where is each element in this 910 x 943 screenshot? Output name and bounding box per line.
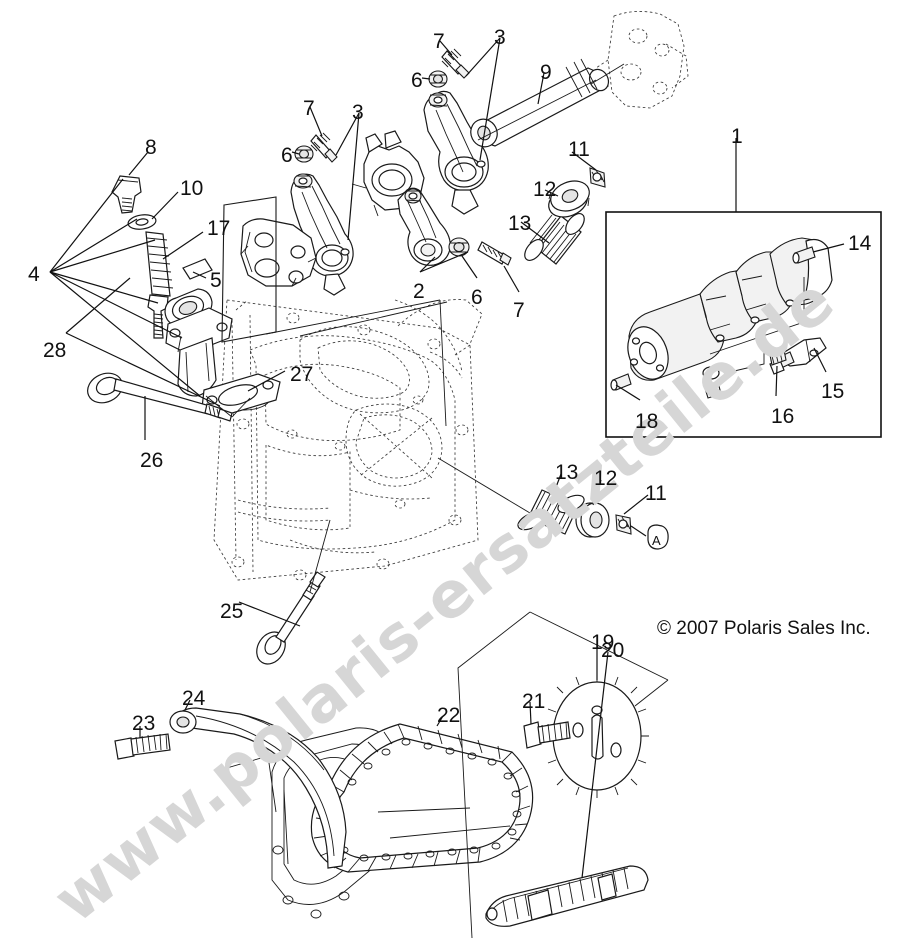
- callout-decompressor-lever: 15: [821, 380, 845, 403]
- intake-valve: [87, 372, 233, 422]
- rocker-pedestal-phantom: [595, 11, 689, 109]
- lock-nut-left: [294, 145, 314, 163]
- lock-nut-upper: [428, 70, 448, 88]
- callout-cam-chain: 22: [437, 704, 461, 727]
- tensioner-body: [164, 258, 233, 397]
- callout-rocker-arm-assembly: 2: [413, 280, 425, 303]
- callout-dowel-pin-left: 18: [635, 410, 659, 433]
- rocker-pedestal-left: [240, 218, 317, 287]
- callout-chain-tensioner-arm: 24: [182, 687, 206, 710]
- valve-spring-upper: [524, 213, 585, 265]
- exhaust-valve: [256, 571, 326, 665]
- callout-tensioner-body: 5: [210, 269, 222, 292]
- callout-lock-nut-left: 6: [281, 144, 293, 167]
- valve-spring-seat-upper: [548, 180, 590, 218]
- camshaft-inset-border: [605, 211, 882, 438]
- callout-lock-nut-upper: 6: [411, 69, 423, 92]
- assembly-brackets: [205, 63, 669, 939]
- adjuster-screw-lower: [477, 241, 512, 266]
- cam-chain: [310, 723, 534, 873]
- callout-chain-guide: 20: [601, 639, 625, 662]
- callout-tensioner-arm-bolt: 23: [132, 712, 156, 735]
- callout-valve-spring-seat-upper: 12: [533, 178, 557, 201]
- chain-tensioner-arm: [169, 707, 347, 869]
- callout-adjuster-screw-left: 7: [303, 97, 315, 120]
- valve-spring-retainer-lower: [615, 514, 632, 535]
- camshaft-assembly: [610, 237, 833, 399]
- callout-valve-spring-seat-lower: 12: [594, 467, 618, 490]
- callout-tensioner-gasket-seal: 28: [43, 339, 67, 362]
- callout-cam-sprocket: 19: [591, 631, 615, 654]
- callout-adjuster-screw-upper: 7: [433, 30, 445, 53]
- callout-valve-spring-upper: 13: [508, 212, 532, 235]
- tensioner-plunger-bolt: [147, 294, 169, 339]
- callout-rocker-shaft: 9: [540, 61, 552, 84]
- callout-tensioner-spring: 17: [207, 217, 231, 240]
- callout-camshaft-assembly-inset: 1: [731, 125, 743, 148]
- callout-tensioner-gasket: 27: [290, 363, 314, 386]
- callout-sealing-washer: 10: [180, 177, 204, 200]
- callout-tensioner-kit-group: 4: [28, 263, 40, 286]
- rocker-arm-left: [290, 173, 354, 296]
- callout-decompressor-spring: 16: [771, 405, 795, 428]
- callout-exhaust-valve: 25: [220, 600, 244, 623]
- callout-valve-spring-retainer-lower: 11: [645, 482, 667, 505]
- callout-rocker-arm-left: 3: [352, 101, 364, 124]
- sprocket-bolt: [523, 721, 571, 749]
- rocker-arm-upper-right: [423, 90, 489, 215]
- lock-nut-lower: [448, 237, 470, 257]
- valve-spring-retainer-upper: [589, 167, 606, 188]
- callout-rocker-arm-right: 3: [494, 26, 506, 49]
- copyright-notice: © 2007 Polaris Sales Inc.: [657, 618, 871, 639]
- callout-valve-spring-lower: 13: [555, 461, 579, 484]
- adjuster-screw-left: [310, 132, 338, 163]
- tensioner-bolt: [111, 175, 142, 214]
- chain-guide: [485, 865, 649, 927]
- callout-dowel-pin-right: 14: [848, 232, 872, 255]
- decompressor-spring-shape: [769, 349, 787, 366]
- tensioner-arm-bolt: [114, 733, 171, 760]
- callout-sprocket-bolt: 21: [522, 690, 546, 713]
- marker-a: A: [652, 533, 661, 548]
- callout-flange-bolt: 8: [145, 136, 157, 159]
- callout-valve-spring-retainer-upper: 11: [568, 138, 590, 161]
- dowel-pin-right-shape: [792, 246, 816, 264]
- tensioner-spring: [145, 231, 174, 297]
- valve-spring-seat-lower: [575, 502, 610, 538]
- reference-marker-a-shape: [647, 524, 669, 550]
- leader-lines: [49, 37, 845, 879]
- callout-adjuster-screw-lower: 7: [513, 299, 525, 322]
- rocker-arm-center: [351, 130, 451, 266]
- callout-intake-valve: 26: [140, 449, 164, 472]
- rocker-shaft: [470, 58, 610, 148]
- adjuster-screw-upper: [441, 48, 470, 79]
- callout-lock-nut-lower: 6: [471, 286, 483, 309]
- valve-spring-lower: [517, 489, 585, 535]
